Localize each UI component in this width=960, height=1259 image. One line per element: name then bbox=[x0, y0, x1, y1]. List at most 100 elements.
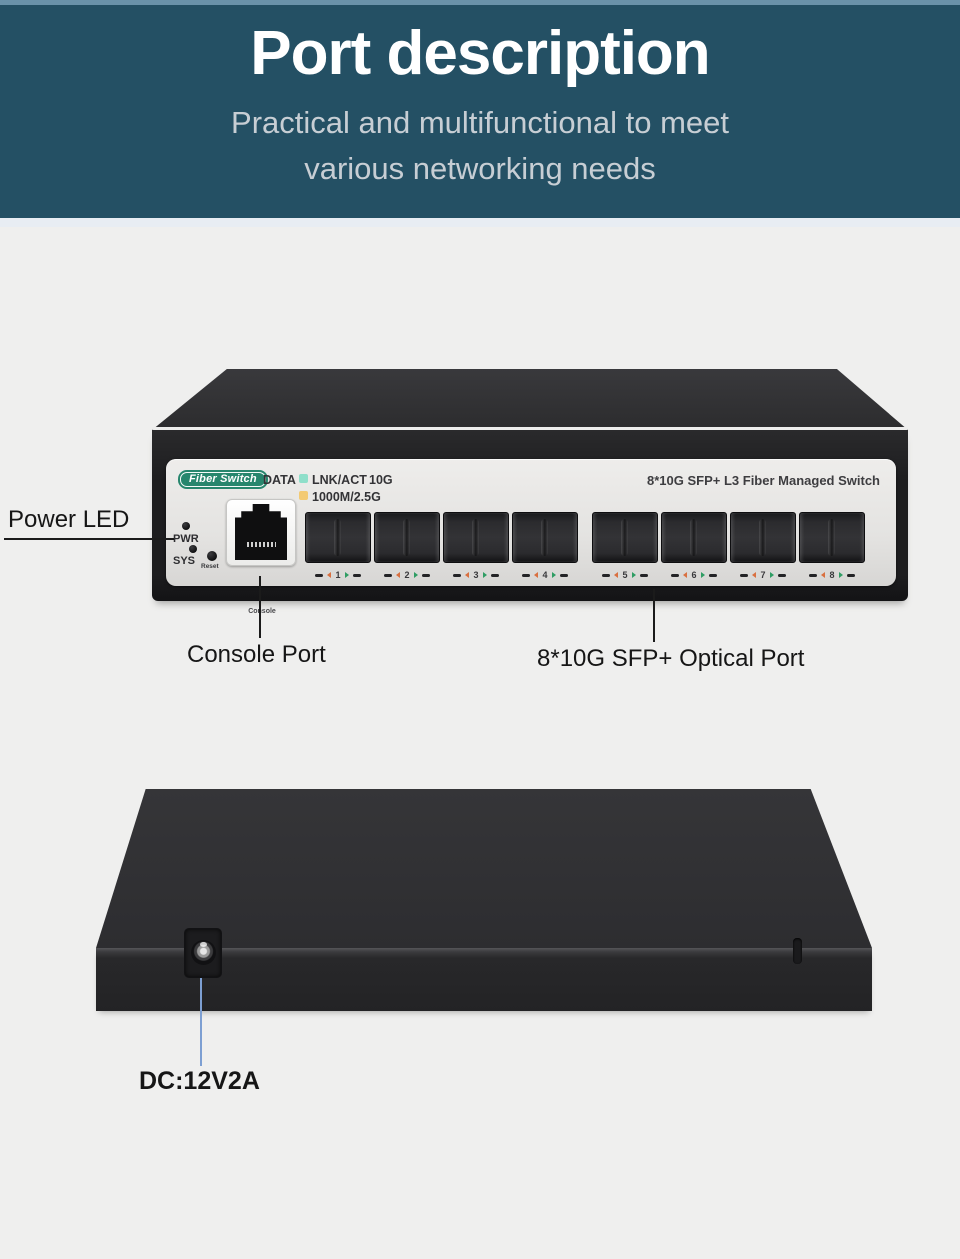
port-number-label: 3 bbox=[473, 570, 479, 580]
sfp-group-5-8: 5 6 7 8 bbox=[592, 512, 865, 580]
indicator-bar-icon bbox=[453, 573, 462, 577]
sfp-port-1: 1 bbox=[305, 512, 371, 580]
indicator-bar-icon bbox=[671, 573, 680, 577]
indicator-bar-icon bbox=[421, 573, 430, 577]
sfp-cage-icon bbox=[730, 512, 796, 563]
sfp-port-area: 1 2 3 4 5 6 7 8 bbox=[305, 512, 865, 580]
left-arrow-icon bbox=[614, 572, 619, 578]
sfp-port-4: 4 bbox=[512, 512, 578, 580]
port-number-label: 8 bbox=[829, 570, 835, 580]
port-number-label: 5 bbox=[622, 570, 628, 580]
sfp-cage-icon bbox=[443, 512, 509, 563]
left-arrow-icon bbox=[534, 572, 539, 578]
switch-front-top-face bbox=[152, 369, 908, 430]
optical-port-callout-label: 8*10G SFP+ Optical Port bbox=[537, 645, 805, 672]
sfp-group-1-4: 1 2 3 4 bbox=[305, 512, 578, 580]
right-arrow-icon bbox=[631, 572, 636, 578]
sfp-port-2: 2 bbox=[374, 512, 440, 580]
right-arrow-icon bbox=[769, 572, 774, 578]
speed-10g-label: 10G bbox=[369, 473, 393, 487]
header-divider-strip bbox=[0, 218, 960, 227]
subtitle-line-1: Practical and multifunctional to meet bbox=[231, 105, 729, 140]
sys-led-icon bbox=[189, 545, 197, 553]
dc-power-port bbox=[184, 928, 222, 978]
indicator-bar-icon bbox=[315, 573, 324, 577]
pwr-label: PWR bbox=[173, 533, 199, 545]
fiber-switch-badge: Fiber Switch bbox=[178, 470, 268, 489]
right-arrow-icon bbox=[413, 572, 418, 578]
port-number-label: 1 bbox=[335, 570, 341, 580]
model-name-label: 8*10G SFP+ L3 Fiber Managed Switch bbox=[647, 473, 880, 488]
1000m-led-icon bbox=[299, 491, 308, 500]
indicator-bar-icon bbox=[352, 573, 361, 577]
port-indicator-1: 1 bbox=[315, 570, 361, 580]
indicator-bar-icon bbox=[490, 573, 499, 577]
dc-callout-line bbox=[200, 978, 202, 1066]
left-arrow-icon bbox=[396, 572, 401, 578]
power-led-callout-label: Power LED bbox=[8, 506, 130, 533]
port-indicator-7: 7 bbox=[740, 570, 786, 580]
dc-power-callout-label: DC:12V2A bbox=[139, 1067, 260, 1095]
rj45-pins-icon bbox=[247, 542, 276, 547]
indicator-bar-icon bbox=[559, 573, 568, 577]
port-indicator-3: 3 bbox=[453, 570, 499, 580]
optical-port-callout-line bbox=[653, 589, 655, 642]
sfp-cage-icon bbox=[512, 512, 578, 563]
indicator-bar-icon bbox=[777, 573, 786, 577]
console-port: Console bbox=[226, 499, 296, 615]
port-indicator-8: 8 bbox=[809, 570, 855, 580]
sfp-cage-icon bbox=[374, 512, 440, 563]
data-legend-label: DATA bbox=[263, 473, 296, 487]
switch-rear-top-face bbox=[96, 789, 872, 948]
right-arrow-icon bbox=[838, 572, 843, 578]
right-arrow-icon bbox=[551, 572, 556, 578]
left-arrow-icon bbox=[683, 572, 688, 578]
subtitle-line-2: various networking needs bbox=[304, 151, 656, 186]
indicator-bar-icon bbox=[384, 573, 393, 577]
console-label: Console bbox=[248, 608, 276, 615]
reset-button bbox=[207, 551, 217, 561]
rear-panel-slot-icon bbox=[793, 938, 802, 964]
left-arrow-icon bbox=[752, 572, 757, 578]
sfp-cage-icon bbox=[661, 512, 727, 563]
sfp-port-7: 7 bbox=[730, 512, 796, 580]
indicator-bar-icon bbox=[846, 573, 855, 577]
sfp-cage-icon bbox=[592, 512, 658, 563]
switch-front-body: Fiber Switch DATA LNK/ACT 10G 1000M/2.5G… bbox=[152, 430, 908, 615]
left-arrow-icon bbox=[327, 572, 332, 578]
dc-barrel-jack-icon bbox=[191, 940, 216, 965]
console-port-callout-label: Console Port bbox=[187, 641, 326, 668]
left-arrow-icon bbox=[465, 572, 470, 578]
switch-rear-panel bbox=[96, 938, 872, 1011]
header-top-strip bbox=[0, 0, 960, 5]
port-indicator-4: 4 bbox=[522, 570, 568, 580]
console-callout-line bbox=[259, 576, 261, 638]
reset-label: Reset bbox=[201, 563, 219, 570]
rj45-jack-icon bbox=[235, 504, 287, 560]
lnk-act-label: LNK/ACT bbox=[312, 473, 367, 487]
indicator-bar-icon bbox=[522, 573, 531, 577]
port-indicator-2: 2 bbox=[384, 570, 430, 580]
port-number-label: 6 bbox=[691, 570, 697, 580]
page-subtitle: Practical and multifunctional to meet va… bbox=[0, 100, 960, 192]
header-banner: Port description Practical and multifunc… bbox=[0, 0, 960, 218]
port-indicator-6: 6 bbox=[671, 570, 717, 580]
sfp-port-8: 8 bbox=[799, 512, 865, 580]
indicator-bar-icon bbox=[809, 573, 818, 577]
sys-label: SYS bbox=[173, 555, 196, 567]
switch-front-edge-highlight bbox=[152, 427, 908, 430]
sfp-port-6: 6 bbox=[661, 512, 727, 580]
sfp-port-5: 5 bbox=[592, 512, 658, 580]
right-arrow-icon bbox=[700, 572, 705, 578]
lnk-act-led-icon bbox=[299, 474, 308, 483]
indicator-bar-icon bbox=[639, 573, 648, 577]
indicator-bar-icon bbox=[740, 573, 749, 577]
port-number-label: 4 bbox=[542, 570, 548, 580]
left-arrow-icon bbox=[821, 572, 826, 578]
page-title: Port description bbox=[250, 19, 710, 88]
indicator-bar-icon bbox=[708, 573, 717, 577]
speed-1000m-label: 1000M/2.5G bbox=[312, 490, 381, 504]
port-indicator-5: 5 bbox=[602, 570, 648, 580]
right-arrow-icon bbox=[344, 572, 349, 578]
sfp-port-3: 3 bbox=[443, 512, 509, 580]
